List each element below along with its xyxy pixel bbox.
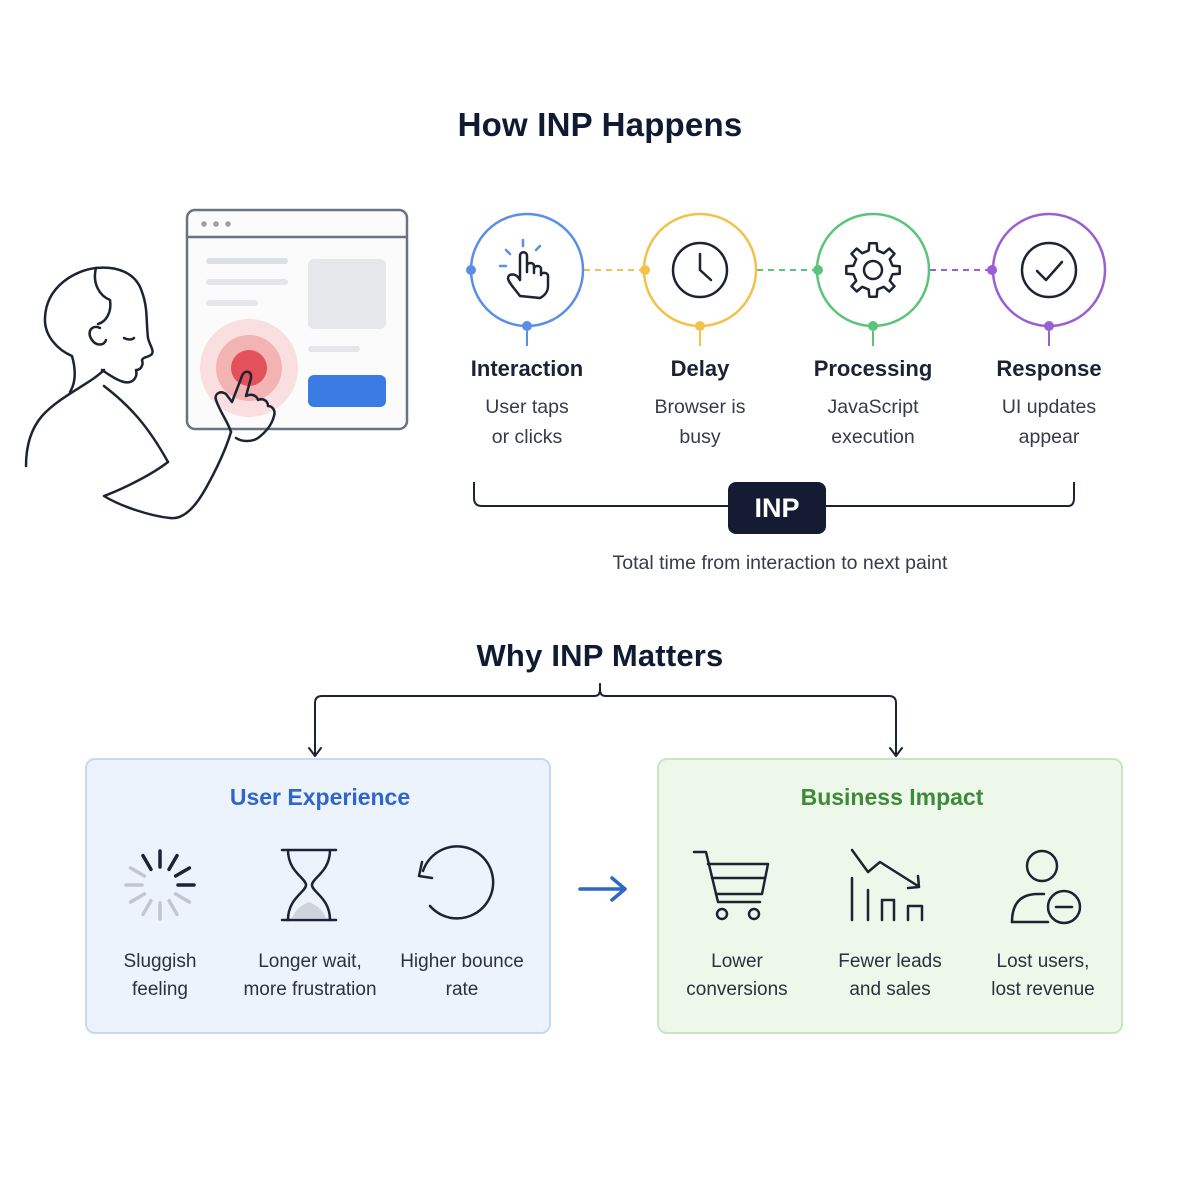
inp-steps-diagram xyxy=(466,212,1107,346)
step-delay-desc-line1: Browser is xyxy=(654,396,746,418)
pointer-tap-icon xyxy=(498,238,550,300)
business-impact-panel xyxy=(657,758,1123,1034)
business-impact-title: Business Impact xyxy=(800,784,984,810)
ux-item-bounce-line1: Higher bounce xyxy=(400,951,524,972)
step-interaction-desc-line2: or clicks xyxy=(491,426,563,448)
step-response-title: Response xyxy=(996,356,1102,381)
spinner-tick xyxy=(128,892,147,904)
step-processing-desc-line2: execution xyxy=(831,426,915,448)
step-processing-desc-line1: JavaScript xyxy=(827,396,919,418)
step-interaction-title: Interaction xyxy=(470,356,584,381)
declining-chart-icon xyxy=(850,848,924,922)
split-arrow-connector xyxy=(308,683,903,757)
why-inp-title: Why INP Matters xyxy=(476,638,724,673)
biz-item-leads-line2: and sales xyxy=(849,979,931,1000)
ux-item-wait-line1: Longer wait, xyxy=(258,951,362,972)
biz-item-users-line1: Lost users, xyxy=(996,951,1090,972)
spinner-tick xyxy=(141,898,153,917)
spinner-tick xyxy=(128,866,147,878)
ux-item-sluggish-line1: Sluggish xyxy=(123,951,197,972)
user-minus-icon xyxy=(1010,849,1082,925)
inp-badge: INP xyxy=(728,482,826,534)
step-processing-title: Processing xyxy=(813,356,933,381)
hourglass-icon xyxy=(280,848,338,922)
refresh-arrow-icon xyxy=(417,845,495,920)
step-interaction-desc-line1: User taps xyxy=(485,396,569,418)
ux-item-wait-line2: more frustration xyxy=(243,979,377,1000)
spinner-tick xyxy=(173,866,192,878)
step-delay-circle xyxy=(640,212,758,346)
spinner-tick xyxy=(141,853,153,872)
user-experience-title: User Experience xyxy=(229,784,411,810)
step-interaction-circle xyxy=(466,212,585,346)
checkmark-icon xyxy=(1020,241,1078,299)
business-impact-icons xyxy=(692,848,1082,925)
right-arrow-icon xyxy=(578,876,627,902)
user-tapping-browser-illustration xyxy=(24,208,409,520)
inp-caption: Total time from interaction to next pain… xyxy=(612,552,948,574)
spinner-tick xyxy=(167,898,179,917)
biz-item-leads-line1: Fewer leads xyxy=(838,951,942,972)
gear-icon xyxy=(845,242,901,298)
spinner-tick xyxy=(167,853,179,872)
step-response-desc-line1: UI updates xyxy=(1001,396,1097,418)
step-response-circle xyxy=(987,212,1107,346)
ux-item-bounce-line2: rate xyxy=(445,979,479,1000)
step-processing-circle xyxy=(813,212,931,346)
how-inp-title: How INP Happens xyxy=(457,106,743,143)
shopping-cart-icon xyxy=(692,850,770,921)
step-response-desc-line2: appear xyxy=(1018,426,1080,448)
biz-item-conversions-line1: Lower xyxy=(711,951,763,972)
step-delay-title: Delay xyxy=(670,356,730,381)
step-delay-desc-line2: busy xyxy=(679,426,721,448)
tap-ripple-icon xyxy=(200,319,298,417)
loading-spinner-icon xyxy=(124,849,196,921)
ux-item-sluggish-line2: feeling xyxy=(132,979,188,1000)
biz-item-conversions-line2: conversions xyxy=(686,979,788,1000)
user-experience-panel xyxy=(85,758,551,1034)
user-experience-icons xyxy=(124,845,495,922)
clock-icon xyxy=(671,241,729,299)
person-icon xyxy=(24,266,276,520)
biz-item-users-line2: lost revenue xyxy=(991,979,1095,1000)
spinner-tick xyxy=(173,892,192,904)
